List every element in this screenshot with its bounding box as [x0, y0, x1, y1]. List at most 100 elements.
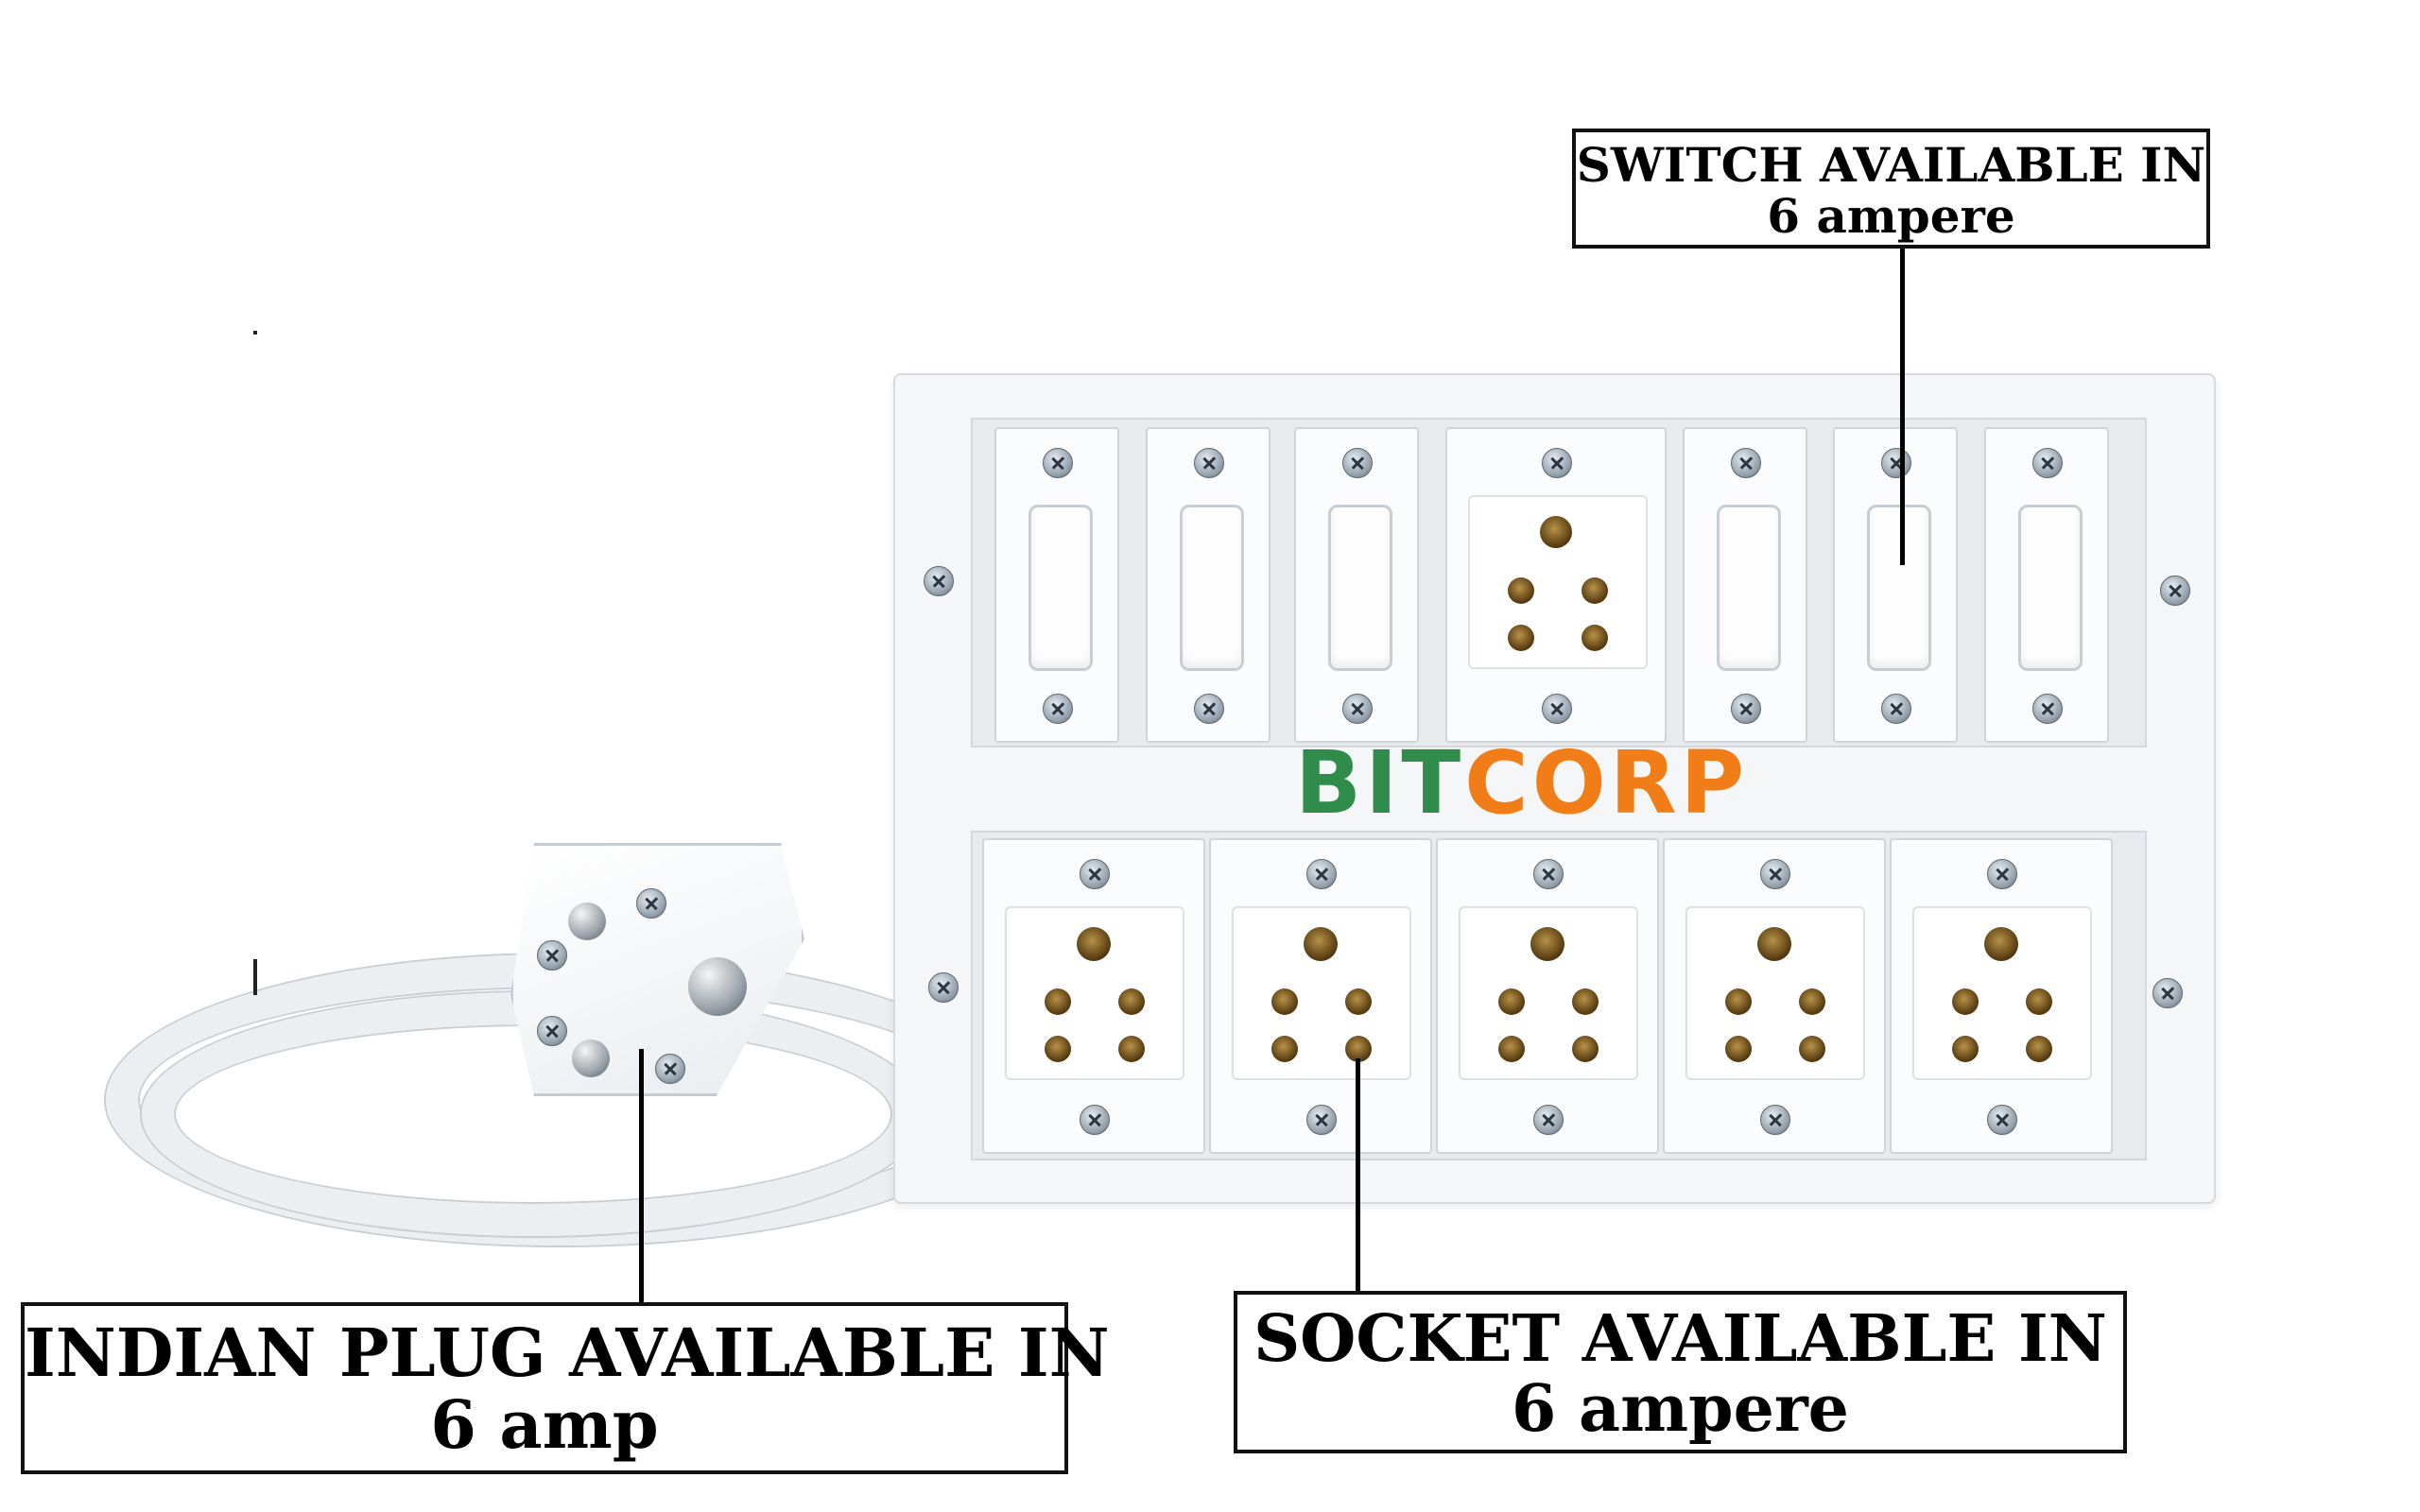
socket-screw — [1306, 1105, 1337, 1135]
socket-hole — [1572, 988, 1599, 1015]
logo-part-bit: BIT — [1295, 732, 1465, 833]
plug-screw-1 — [636, 888, 666, 919]
socket-label-line-1: SOCKET AVAILABLE IN — [1253, 1301, 2107, 1377]
rocker-switch-icon[interactable] — [2018, 505, 2083, 671]
switch-2[interactable] — [1146, 427, 1270, 743]
socket-leader-line — [1356, 1058, 1360, 1293]
logo-part-corp: CORP — [1464, 732, 1749, 833]
switch-label-line-1: SWITCH AVAILABLE IN — [1576, 137, 2206, 193]
socket-hole — [1271, 1036, 1298, 1062]
socket-earth-hole — [1984, 927, 2018, 961]
socket-face — [1685, 906, 1865, 1080]
socket-hole — [1271, 988, 1298, 1015]
socket-hole — [1725, 988, 1752, 1015]
socket-screw — [1080, 1105, 1110, 1135]
socket-face — [1468, 495, 1648, 669]
switch-screw — [1342, 448, 1373, 478]
switch-screw — [1194, 694, 1224, 724]
switch-screw — [1043, 694, 1073, 724]
plug-label: INDIAN PLUG AVAILABLE IN 6 amp — [21, 1302, 1110, 1474]
socket-screw — [1533, 859, 1564, 889]
cable-marker — [253, 959, 257, 995]
switch-6[interactable] — [1984, 427, 2109, 743]
plug-pin-bottom — [572, 1040, 610, 1077]
socket-earth-hole — [1304, 927, 1338, 961]
board-screw-bottom-left — [928, 972, 959, 1003]
socket-3[interactable] — [1436, 838, 1659, 1154]
switch-screw — [1342, 694, 1373, 724]
plug-label-line-2: 6 amp — [430, 1385, 659, 1464]
socket-hole — [1498, 988, 1525, 1015]
socket-hole — [1582, 625, 1608, 651]
socket-screw — [1306, 859, 1337, 889]
socket-earth-hole — [1757, 927, 1791, 961]
plug-screw-4 — [655, 1054, 685, 1084]
socket-hole — [1799, 988, 1825, 1015]
board-screw-top-right — [2160, 576, 2190, 606]
bitcorp-logo: BITCORP — [1295, 732, 1748, 833]
switch-screw — [2032, 448, 2063, 478]
rocker-switch-icon[interactable] — [1328, 505, 1392, 671]
plug-leader-line — [639, 1049, 644, 1304]
top-socket[interactable] — [1445, 427, 1667, 743]
socket-hole — [1118, 988, 1145, 1015]
socket-hole — [2026, 1036, 2052, 1062]
socket-screw — [1987, 1105, 2017, 1135]
socket-hole — [1508, 577, 1534, 604]
switch-4[interactable] — [1683, 427, 1807, 743]
board-screw-bottom-right — [2152, 978, 2183, 1008]
socket-hole — [1572, 1036, 1599, 1062]
socket-2[interactable] — [1209, 838, 1432, 1154]
socket-hole — [1045, 988, 1071, 1015]
socket-hole — [1118, 1036, 1145, 1062]
socket-1[interactable] — [982, 838, 1205, 1154]
board-screw-top-left — [924, 566, 954, 596]
rocker-switch-icon[interactable] — [1717, 505, 1781, 671]
socket-face — [1232, 906, 1411, 1080]
socket-hole — [1508, 625, 1534, 651]
socket-hole — [2026, 988, 2052, 1015]
rocker-switch-icon[interactable] — [1867, 505, 1931, 671]
socket-hole — [1725, 1036, 1752, 1062]
switch-leader-line — [1900, 244, 1905, 565]
socket-earth-hole — [1540, 516, 1572, 548]
socket-hole — [1345, 1036, 1372, 1062]
switch-screw — [1194, 448, 1224, 478]
switch-label: SWITCH AVAILABLE IN 6 ampere — [1572, 129, 2210, 249]
switch-screw — [1881, 694, 1911, 724]
socket-face — [1459, 906, 1638, 1080]
stray-dot — [253, 331, 257, 335]
switch-3[interactable] — [1294, 427, 1419, 743]
socket-screw — [1080, 859, 1110, 889]
rocker-switch-icon[interactable] — [1180, 505, 1244, 671]
socket-label: SOCKET AVAILABLE IN 6 ampere — [1234, 1291, 2127, 1453]
switch-label-line-2: 6 ampere — [1767, 188, 2015, 244]
socket-hole — [1345, 988, 1372, 1015]
plug-label-line-1: INDIAN PLUG AVAILABLE IN — [25, 1314, 1110, 1392]
switch-screw — [2032, 694, 2063, 724]
plug-earth-pin — [688, 957, 747, 1016]
rocker-switch-icon[interactable] — [1028, 505, 1093, 671]
socket-screw — [1760, 1105, 1790, 1135]
socket-screw — [1542, 694, 1572, 724]
socket-screw — [1760, 859, 1790, 889]
socket-face — [1912, 906, 2092, 1080]
socket-earth-hole — [1530, 927, 1564, 961]
socket-screw — [1542, 448, 1572, 478]
socket-label-line-2: 6 ampere — [1512, 1371, 1849, 1447]
plug-screw-3 — [537, 1016, 567, 1046]
switch-5[interactable] — [1833, 427, 1958, 743]
socket-5[interactable] — [1890, 838, 2113, 1154]
socket-hole — [1952, 1036, 1979, 1062]
socket-earth-hole — [1077, 927, 1111, 961]
switch-board — [893, 373, 2216, 1204]
plug-pin-top — [568, 902, 606, 940]
switch-screw — [1731, 694, 1761, 724]
socket-hole — [1498, 1036, 1525, 1062]
switch-screw — [1043, 448, 1073, 478]
socket-4[interactable] — [1663, 838, 1886, 1154]
switch-1[interactable] — [994, 427, 1119, 743]
socket-face — [1005, 906, 1184, 1080]
plug-screw-2 — [537, 940, 567, 971]
socket-hole — [1045, 1036, 1071, 1062]
